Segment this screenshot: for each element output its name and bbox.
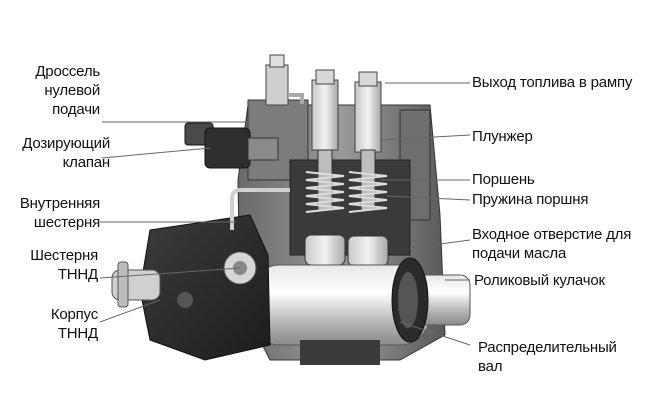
- oil-pipe: [230, 188, 290, 230]
- label-piston-spring: Пружина поршня: [472, 191, 589, 208]
- label-piston: Поршень: [472, 171, 535, 188]
- rollers: [304, 234, 389, 267]
- camshaft: [249, 257, 471, 365]
- leader-lines: [99, 82, 471, 346]
- piston-springs: [305, 171, 388, 213]
- label-fuel-out: Выход топлива в рампу: [472, 74, 633, 91]
- label-camshaft: Распределительный вал: [478, 339, 617, 375]
- feed-pump: [111, 214, 271, 361]
- plunger-cylinders: [311, 69, 382, 211]
- throttle-fitting: [265, 54, 304, 106]
- label-metering-valve: Дозирующий клапан: [22, 135, 110, 171]
- label-tnnd-gear: Шестерня ТННД: [30, 247, 98, 283]
- label-internal-gear: Внутренняя шестерня: [19, 195, 100, 231]
- label-tnnd-housing: Корпус ТННД: [50, 306, 98, 342]
- metering-valve: [184, 122, 279, 169]
- label-oil-inlet: Входное отверстие для подачи масла: [472, 226, 632, 262]
- label-plunger: Плунжер: [472, 128, 533, 145]
- label-roller-cam: Роликовый кулачок: [474, 272, 605, 289]
- label-throttle: Дроссель нулевой подачи: [35, 63, 100, 118]
